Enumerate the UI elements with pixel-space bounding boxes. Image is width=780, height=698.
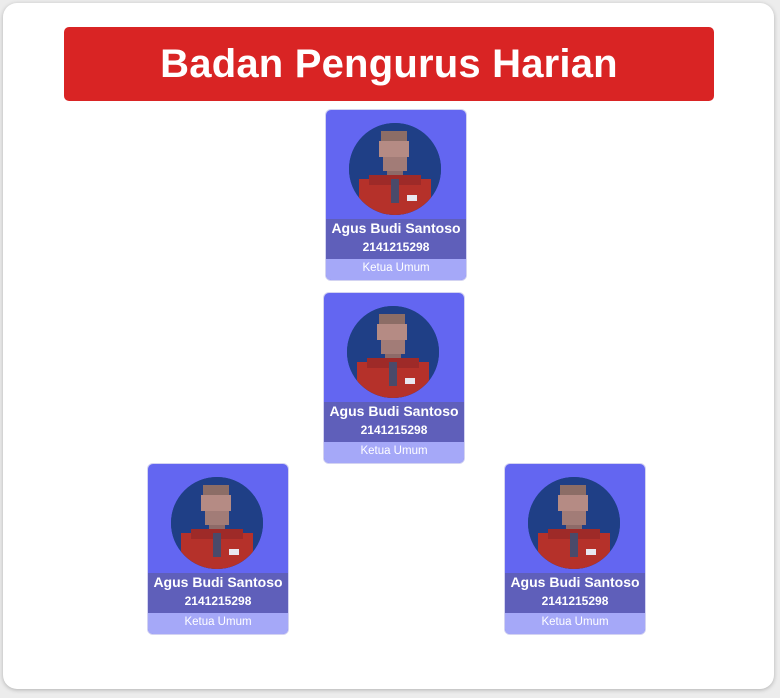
role-band	[326, 259, 466, 280]
member-name: Agus Budi Santoso	[331, 220, 461, 236]
member-nim: 2141215298	[362, 240, 430, 254]
member-avatar	[347, 306, 439, 398]
member-nim: 2141215298	[541, 594, 609, 608]
name-band	[505, 573, 645, 613]
member-card[interactable]: Agus Budi Santoso 2141215298 Ketua Umum	[324, 293, 464, 463]
name-band	[326, 219, 466, 259]
member-name: Agus Budi Santoso	[153, 574, 283, 590]
member-avatar	[349, 123, 441, 215]
role-band	[148, 613, 288, 634]
member-nim: 2141215298	[360, 423, 428, 437]
member-role: Ketua Umum	[184, 616, 252, 628]
member-card[interactable]: Agus Budi Santoso 2141215298 Ketua Umum	[505, 464, 645, 634]
member-name: Agus Budi Santoso	[329, 403, 459, 419]
name-band	[324, 402, 464, 442]
member-nim: 2141215298	[184, 594, 252, 608]
title-banner: Badan Pengurus Harian	[64, 27, 714, 101]
member-avatar	[171, 477, 263, 569]
member-avatar	[528, 477, 620, 569]
member-role: Ketua Umum	[360, 445, 428, 457]
name-band	[148, 573, 288, 613]
member-role: Ketua Umum	[541, 616, 609, 628]
member-card[interactable]: Agus Budi Santoso 2141215298 Ketua Umum	[326, 110, 466, 280]
member-role: Ketua Umum	[362, 262, 430, 274]
role-band	[505, 613, 645, 634]
org-chart-panel: Badan Pengurus Harian Agus Budi Santoso …	[3, 3, 774, 689]
page-title: Badan Pengurus Harian	[160, 41, 618, 86]
role-band	[324, 442, 464, 463]
member-card[interactable]: Agus Budi Santoso 2141215298 Ketua Umum	[148, 464, 288, 634]
member-name: Agus Budi Santoso	[510, 574, 640, 590]
